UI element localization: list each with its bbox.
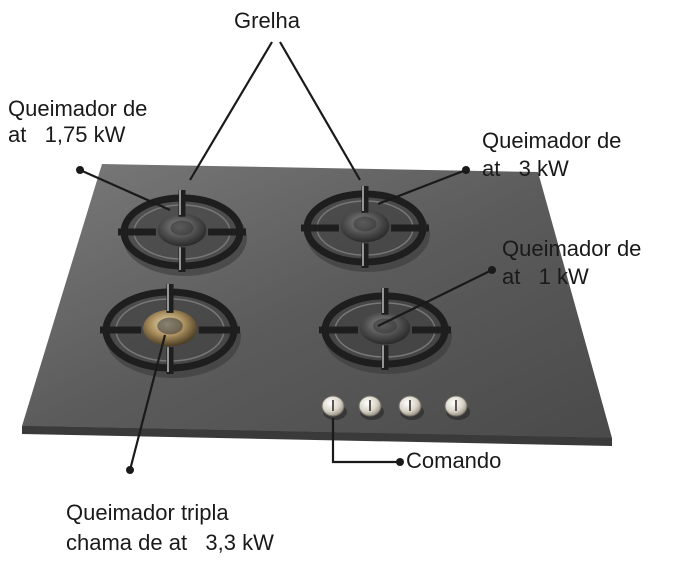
leader-controls [331, 418, 398, 464]
burner-top-left [118, 190, 247, 276]
label-grate: Grelha [234, 8, 301, 33]
label-burner-triple-line2: chama de at 3,3 kW [66, 530, 274, 555]
label-burner-top-right-line1: Queimador de [482, 128, 622, 153]
control-knob-1[interactable] [321, 395, 347, 420]
leader-burner-triple [128, 334, 167, 471]
leader-grate-left [189, 41, 273, 181]
label-burner-top-left-line2: at 1,75 kW [8, 122, 126, 147]
burner-top-right-center [353, 216, 377, 232]
label-burner-triple-line1: Queimador tripla [66, 500, 229, 525]
dot-burner-bottom-right [488, 266, 496, 274]
control-knob-3[interactable] [398, 395, 424, 420]
leader-burner-bottom-right [377, 269, 493, 327]
burner-triple [100, 284, 241, 378]
control-knob-4[interactable] [444, 395, 470, 420]
leader-lines [79, 41, 493, 471]
label-burner-top-left-line1: Queimador de [8, 96, 148, 121]
dot-burner-top-right [462, 166, 470, 174]
control-knobs [321, 395, 470, 420]
burner-triple-center [157, 317, 183, 335]
control-knob-2[interactable] [358, 395, 384, 420]
burner-bottom-right-center [373, 318, 397, 334]
label-controls: Comando [406, 448, 502, 473]
dot-controls [396, 458, 404, 466]
leader-grate-right [279, 41, 361, 181]
leader-dots [76, 166, 496, 474]
label-burner-top-right-line2: at 3 kW [482, 156, 569, 181]
label-burner-bottom-right-line2: at 1 kW [502, 264, 589, 289]
burner-bottom-right [319, 288, 452, 374]
dot-burner-triple [126, 466, 134, 474]
burner-top-right [301, 186, 430, 272]
leader-burner-top-left [79, 168, 171, 212]
leader-burner-top-right [377, 168, 467, 206]
dot-burner-top-left [76, 166, 84, 174]
label-burner-bottom-right-line1: Queimador de [502, 236, 642, 261]
burners-group [100, 186, 452, 378]
burner-top-left-center [170, 220, 194, 236]
